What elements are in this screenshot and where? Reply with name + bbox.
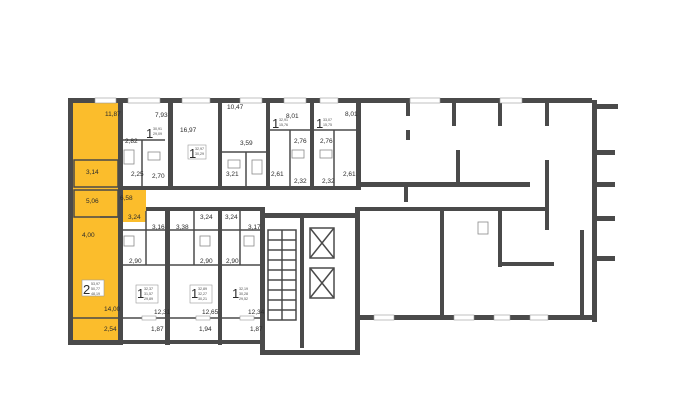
label-line: 32,19 [239, 287, 248, 291]
rooms-number: 1 [137, 286, 144, 301]
room-area: 6,58 [120, 195, 133, 202]
label-line: 50,77 [91, 287, 100, 291]
label-line: 32,97 [195, 147, 204, 151]
room-area: 1,87 [151, 326, 164, 333]
room-area: 14,00 [104, 306, 121, 313]
room-area: 16,97 [180, 127, 197, 134]
label-line: 32,27 [198, 292, 207, 296]
apartment-label-1g[interactable]: 1 32,19 30,28 29,52 [232, 286, 248, 301]
label-line: 32,91 [279, 118, 288, 122]
room-area: 1,87 [250, 326, 263, 333]
room-area: 12,31 [154, 309, 171, 316]
room-area-labels: 11,87 7,93 10,47 16,97 8,01 8,01 2,82 2,… [82, 104, 358, 333]
room-area: 12,34 [248, 309, 265, 316]
room-area: 2,76 [294, 138, 307, 145]
rooms-number: 1 [146, 126, 153, 141]
room-area: 2,61 [343, 171, 356, 178]
apartment-label-1c[interactable]: 1 32,91 15,76 [272, 116, 288, 131]
room-area: 3,59 [240, 140, 253, 147]
rooms-number: 1 [316, 116, 323, 131]
rooms-number: 1 [189, 146, 196, 161]
label-line: 30,91 [153, 127, 162, 131]
room-area: 5,06 [86, 198, 99, 205]
windows [94, 97, 549, 321]
room-area: 2,32 [322, 178, 335, 185]
room-area: 2,32 [294, 178, 307, 185]
apartment-label-1b[interactable]: 1 32,97 30,29 [187, 144, 207, 161]
label-line: 31,57 [144, 292, 153, 296]
room-area: 2,61 [271, 171, 284, 178]
room-area: 2,90 [129, 258, 142, 265]
label-line: 33,07 [323, 118, 332, 122]
apartment-label-1f[interactable]: 1 32,89 32,27 30,21 [189, 284, 213, 304]
label-line: 30,29 [195, 152, 204, 156]
apartment-label-1e[interactable]: 1 32,37 31,57 29,89 [135, 284, 159, 304]
apartment-label-1a[interactable]: 1 30,91 29,09 [146, 126, 162, 141]
room-area: 10,47 [227, 104, 244, 111]
label-line: 29,52 [239, 297, 248, 301]
room-area: 2,82 [125, 138, 138, 145]
label-line: 15,76 [279, 123, 288, 127]
room-area: 2,70 [152, 173, 165, 180]
room-area: 2,76 [320, 138, 333, 145]
room-area: 7,93 [155, 112, 168, 119]
apartment-label-1d[interactable]: 1 33,07 15,75 [316, 116, 332, 131]
apartment-label-2[interactable]: 2 53,97 50,77 48,19 [81, 279, 105, 297]
room-area: 2,90 [200, 258, 213, 265]
room-area: 3,24 [200, 214, 213, 221]
room-area: 3,21 [226, 171, 239, 178]
room-area: 3,38 [176, 224, 189, 231]
label-line: 15,75 [323, 123, 332, 127]
stair-core [267, 227, 335, 321]
label-line: 29,09 [153, 132, 162, 136]
walls [68, 98, 618, 355]
room-area: 1,94 [199, 326, 212, 333]
room-area: 3,24 [225, 214, 238, 221]
room-area: 3,14 [86, 169, 99, 176]
label-line: 30,28 [239, 292, 248, 296]
room-area: 11,87 [105, 111, 121, 118]
label-line: 48,19 [91, 292, 100, 296]
label-line: 32,37 [144, 287, 153, 291]
bathroom-fixtures [123, 149, 489, 247]
room-area: 3,16 [152, 224, 165, 231]
room-area: 2,25 [131, 171, 144, 178]
rooms-number: 1 [191, 286, 198, 301]
label-line: 53,97 [91, 282, 100, 286]
room-area: 8,01 [286, 113, 299, 120]
label-line: 32,89 [198, 287, 207, 291]
room-area: 4,00 [82, 232, 95, 239]
room-area: 12,65 [202, 309, 219, 316]
room-area: 2,54 [104, 326, 117, 333]
room-area: 3,24 [128, 214, 141, 221]
room-area: 2,90 [226, 258, 239, 265]
rooms-number: 1 [272, 116, 279, 131]
room-area: 8,01 [345, 111, 358, 118]
rooms-number: 1 [232, 286, 239, 301]
rooms-number: 2 [83, 282, 90, 297]
room-area: 3,17 [248, 224, 261, 231]
label-line: 29,89 [144, 297, 153, 301]
label-line: 30,21 [198, 297, 207, 301]
